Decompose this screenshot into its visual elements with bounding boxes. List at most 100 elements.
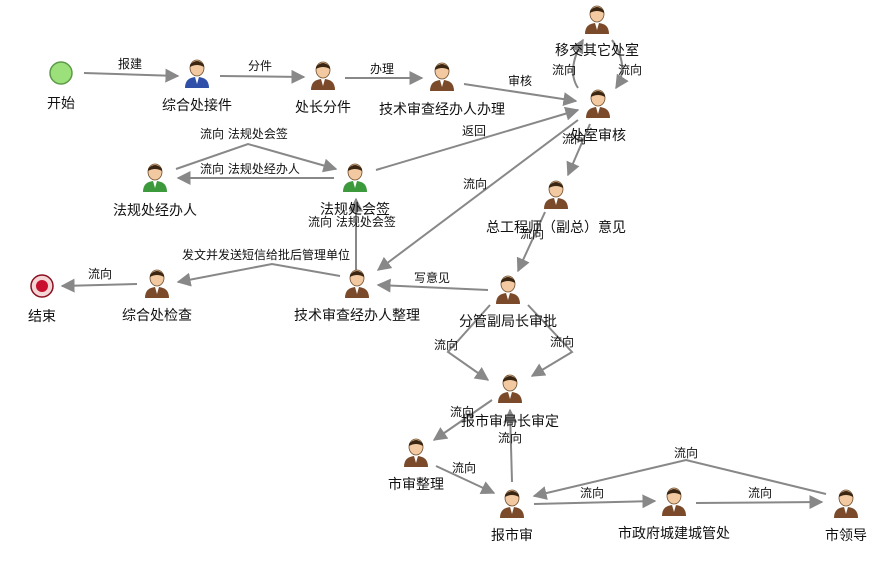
edge-label-e11: 流向 [463, 176, 487, 191]
edge-label-e14: 写意见 [414, 270, 450, 285]
edge-label-e12: 流向 [562, 131, 586, 146]
node-label-n6: 法规处经办人 [113, 203, 197, 219]
edge-e6 [611, 39, 629, 90]
edge-e4 [463, 83, 578, 107]
edge-label-e8: 流向 法规处会签 [200, 126, 288, 141]
edge-label-e13: 流向 [520, 226, 544, 241]
node-n10[interactable]: 技术审查经办人整理 [294, 269, 420, 324]
node-end[interactable]: 结束 [28, 274, 56, 325]
edge-e22 [533, 494, 657, 509]
person-icon [144, 269, 170, 299]
edge-label-e24: 流向 [674, 445, 698, 460]
person-icon [310, 61, 336, 91]
edges: 报建 分件 办理 审核 流向 流向 返回 流向 法规处会签 流向 法规处经办人 … [60, 38, 827, 510]
person-icon [543, 180, 569, 210]
node-n3[interactable]: 技术审查经办人办理 [379, 62, 505, 118]
edge-label-e4: 审核 [508, 73, 532, 88]
edge-e23 [695, 495, 824, 510]
node-label-n7: 法规处会签 [320, 201, 390, 218]
node-n15[interactable]: 市政府城建城管处 [618, 487, 730, 542]
edge-e19 [432, 399, 493, 441]
node-n14[interactable]: 报市审 [491, 489, 533, 544]
person-green-icon [342, 163, 368, 193]
start-circle-icon [49, 61, 73, 85]
edge-label-e7: 返回 [462, 124, 486, 138]
edge-e21 [503, 408, 518, 483]
node-label-n4: 移交其它处室 [555, 42, 639, 59]
node-label-n8: 总工程师（副总）意见 [486, 219, 626, 236]
edge-e11 [376, 119, 579, 271]
edge-label-e20: 流向 [452, 460, 476, 475]
node-label-n12: 报市审局长审定 [461, 413, 559, 430]
node-label-n3: 技术审查经办人办理 [379, 102, 505, 118]
node-start[interactable]: 开始 [47, 61, 75, 112]
person-icon [403, 438, 429, 468]
node-n16[interactable]: 市领导 [825, 489, 867, 544]
edge-e24 [532, 458, 827, 500]
edge-label-e19: 流向 [450, 404, 474, 419]
edge-e13 [516, 211, 546, 273]
node-label-n1: 综合处接件 [162, 97, 232, 114]
node-label-n16: 市领导 [825, 527, 867, 544]
edge-e1 [83, 68, 180, 83]
person-green-icon [142, 163, 168, 193]
nodes: 开始 综合处接件 处长分件 技术审查经办人办理 移交其它处室 处室审核 法规处经… [28, 5, 867, 544]
node-label-n9: 分管副局长审批 [459, 314, 557, 330]
node-n2[interactable]: 处长分件 [295, 61, 351, 116]
edge-label-e15: 发文并发送短信给批后管理单位 [182, 247, 350, 262]
edge-e15 [176, 262, 341, 287]
person-icon [429, 62, 455, 92]
node-label-n11: 综合处检查 [122, 308, 192, 324]
node-label-end: 结束 [28, 309, 56, 325]
person-icon [661, 487, 687, 517]
node-n8[interactable]: 总工程师（副总）意见 [486, 180, 626, 236]
node-n7[interactable]: 法规处会签 [320, 163, 390, 218]
node-label-n2: 处长分件 [295, 100, 351, 116]
edge-label-e23: 流向 [748, 485, 772, 500]
person-icon [833, 489, 859, 519]
edge-label-e5: 流向 [552, 62, 576, 77]
edge-label-e21: 流向 [498, 430, 522, 445]
node-n1[interactable]: 综合处接件 [162, 59, 232, 114]
person-icon [344, 269, 370, 299]
node-label-n15: 市政府城建城管处 [618, 525, 730, 542]
node-n13[interactable]: 市审整理 [388, 438, 444, 493]
end-circle-inner [36, 280, 48, 292]
node-n12[interactable]: 报市审局长审定 [461, 374, 559, 430]
person-icon [497, 374, 523, 404]
edge-e16 [60, 278, 138, 293]
person-icon [584, 5, 610, 35]
edge-e12 [566, 123, 591, 177]
node-n5[interactable]: 处室审核 [570, 89, 626, 144]
edge-label-e9: 流向 法规处经办人 [200, 161, 300, 176]
node-n6[interactable]: 法规处经办人 [113, 163, 197, 219]
node-n11[interactable]: 综合处检查 [122, 269, 192, 324]
node-label-n13: 市审整理 [388, 476, 444, 493]
edge-e7 [375, 106, 580, 171]
edge-e17 [446, 304, 491, 381]
edge-label-e17: 流向 [434, 337, 458, 352]
node-label-start: 开始 [47, 96, 75, 112]
edge-label-e16: 流向 [88, 266, 112, 281]
edge-e14 [376, 278, 489, 293]
node-n9[interactable]: 分管副局长审批 [459, 275, 557, 330]
person-icon [499, 489, 525, 519]
edge-label-e22: 流向 [580, 485, 604, 500]
edge-label-e10: 流向 法规处会签 [308, 214, 396, 229]
node-label-n14: 报市审 [491, 527, 533, 544]
node-label-n5: 处室审核 [570, 127, 626, 144]
node-n4[interactable]: 移交其它处室 [555, 5, 639, 59]
edge-e20 [435, 465, 496, 495]
node-label-n10: 技术审查经办人整理 [294, 308, 420, 324]
person-icon [495, 275, 521, 305]
edge-label-e6: 流向 [618, 62, 642, 77]
person-blue-icon [184, 59, 210, 89]
edge-e2 [219, 69, 306, 84]
edge-label-e18: 流向 [550, 334, 574, 349]
edge-label-e1: 报建 [118, 56, 142, 71]
edge-e8 [175, 142, 338, 173]
edge-label-e2: 分件 [248, 59, 272, 73]
edge-e18 [527, 304, 574, 377]
edge-label-e3: 办理 [370, 61, 394, 76]
